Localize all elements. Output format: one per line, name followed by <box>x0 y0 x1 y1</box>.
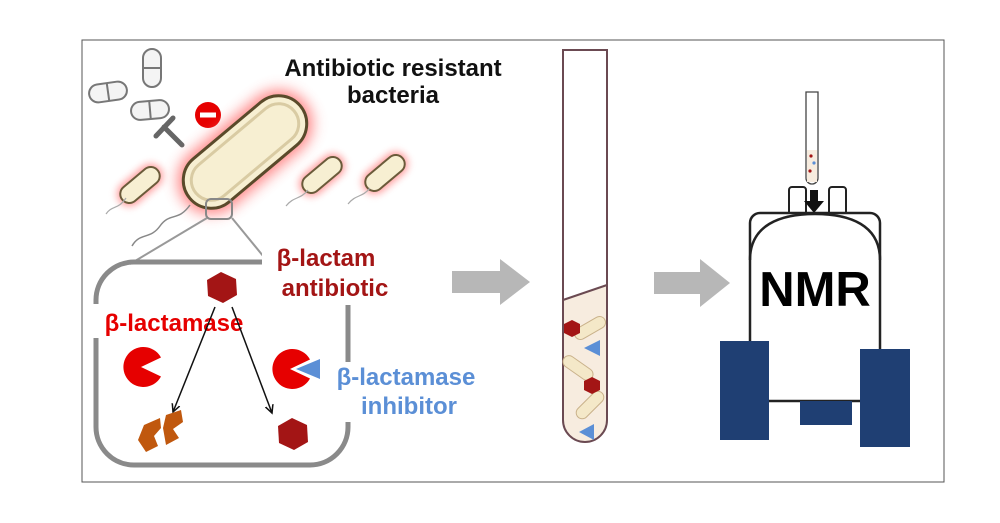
title-line-1: Antibiotic resistant <box>284 55 501 82</box>
pill-capsule-icon <box>142 48 162 88</box>
inhibited-enzyme-icon <box>272 349 310 389</box>
grey-block-arrow-icon <box>452 259 530 305</box>
inhibitor-triangle-icon <box>296 359 320 379</box>
broken-antibiotic-fragment-icon <box>138 418 161 452</box>
small-bacterium <box>117 164 163 206</box>
tube-inhibitor-triangle <box>584 340 600 356</box>
intact-antibiotic-hexagon-icon <box>278 418 308 450</box>
label-backdrop-antibiotic <box>262 245 402 305</box>
flagellum <box>347 187 371 205</box>
instrument-label: NMR <box>759 263 871 317</box>
nmr-base <box>800 401 852 425</box>
tube-inhibitor-triangle <box>579 424 594 440</box>
zoom-region <box>205 198 233 220</box>
small-nmr-tube <box>805 91 819 185</box>
label-backdrop-enzyme <box>86 304 264 338</box>
flagellum <box>131 204 191 247</box>
tube-antibiotic-hexagon <box>564 320 580 337</box>
title-line-2: bacteria <box>347 82 440 109</box>
antibiotic-hexagon-icon <box>207 272 237 303</box>
label-backdrop-inhibitor <box>335 362 455 422</box>
tube-antibiotic-hexagon <box>584 377 600 394</box>
nmr-magnet-shoulder <box>748 212 882 261</box>
inhibitor-label-line-1: β-lactamase <box>337 364 476 391</box>
inhibitor-label-line-2: inhibitor <box>361 393 457 420</box>
beta-lactamase-enzyme-icon <box>123 347 161 387</box>
black-down-arrow-icon <box>804 190 824 213</box>
red-minus-circle-icon <box>195 102 221 128</box>
t-bar-inhibition-icon <box>153 115 185 148</box>
small-bacterium <box>362 152 408 194</box>
flagellum <box>105 197 127 215</box>
nmr-leg-right <box>860 349 910 447</box>
enzyme-label: β-lactamase <box>105 310 244 337</box>
reaction-arrow-right <box>231 306 272 413</box>
pill-capsule-icon <box>88 80 128 104</box>
flagellum <box>285 189 309 207</box>
grey-block-arrow-icon <box>654 259 730 307</box>
tube-bacterium <box>573 316 607 340</box>
nmr-leg-left <box>720 341 769 440</box>
reaction-arrow-left <box>173 306 216 412</box>
broken-antibiotic-fragment-icon <box>163 410 183 445</box>
main-bacterium <box>177 89 313 215</box>
antibiotic-label-line-1: β-lactam <box>277 245 376 272</box>
pill-capsule-icon <box>130 99 170 121</box>
zoom-line-left <box>129 217 208 265</box>
small-bacterium <box>299 154 345 196</box>
antibiotic-label-line-2: antibiotic <box>282 275 389 302</box>
